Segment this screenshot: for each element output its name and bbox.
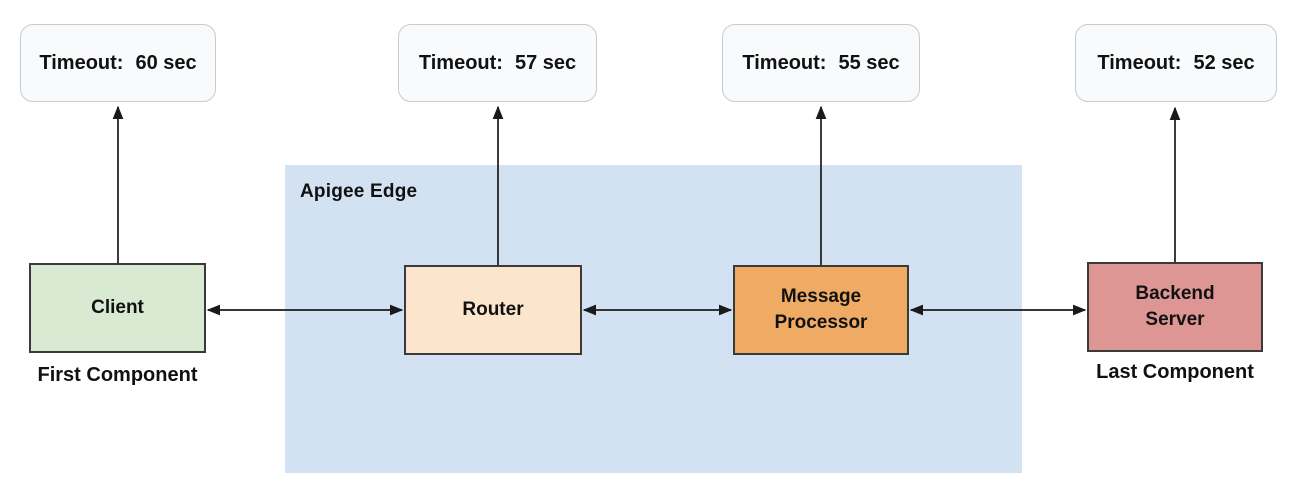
apigee-edge-region [285, 165, 1022, 473]
timeout-value: 55 sec [838, 51, 900, 74]
caption-first-component: First Component [37, 364, 198, 386]
node-router: Router [404, 265, 582, 355]
timeout-box-backend-server: Timeout: 52 sec [1075, 24, 1277, 102]
timeout-box-message-processor: Timeout: 55 sec [722, 24, 920, 102]
node-backend-server-label: Backend Server [1135, 283, 1215, 330]
timeout-label: Timeout: [1097, 51, 1182, 74]
timeout-value: 52 sec [1193, 51, 1255, 74]
timeout-box-client: Timeout: 60 sec [20, 24, 216, 102]
timeout-label: Timeout: [39, 51, 124, 74]
node-backend-server: Backend Server [1087, 262, 1263, 352]
timeout-value: 57 sec [514, 51, 577, 74]
node-client: Client [29, 263, 206, 353]
node-client-label: Client [91, 297, 144, 319]
caption-last-component: Last Component [1096, 361, 1254, 383]
apigee-edge-label: Apigee Edge [300, 181, 418, 202]
timeout-label: Timeout: [742, 51, 827, 74]
timeout-label: Timeout: [418, 51, 503, 74]
node-message-processor: Message Processor [733, 265, 909, 355]
timeout-box-router: Timeout: 57 sec [398, 24, 597, 102]
node-message-processor-label: Message Processor [774, 286, 868, 333]
node-router-label: Router [462, 299, 524, 321]
timeout-value: 60 sec [135, 51, 197, 74]
